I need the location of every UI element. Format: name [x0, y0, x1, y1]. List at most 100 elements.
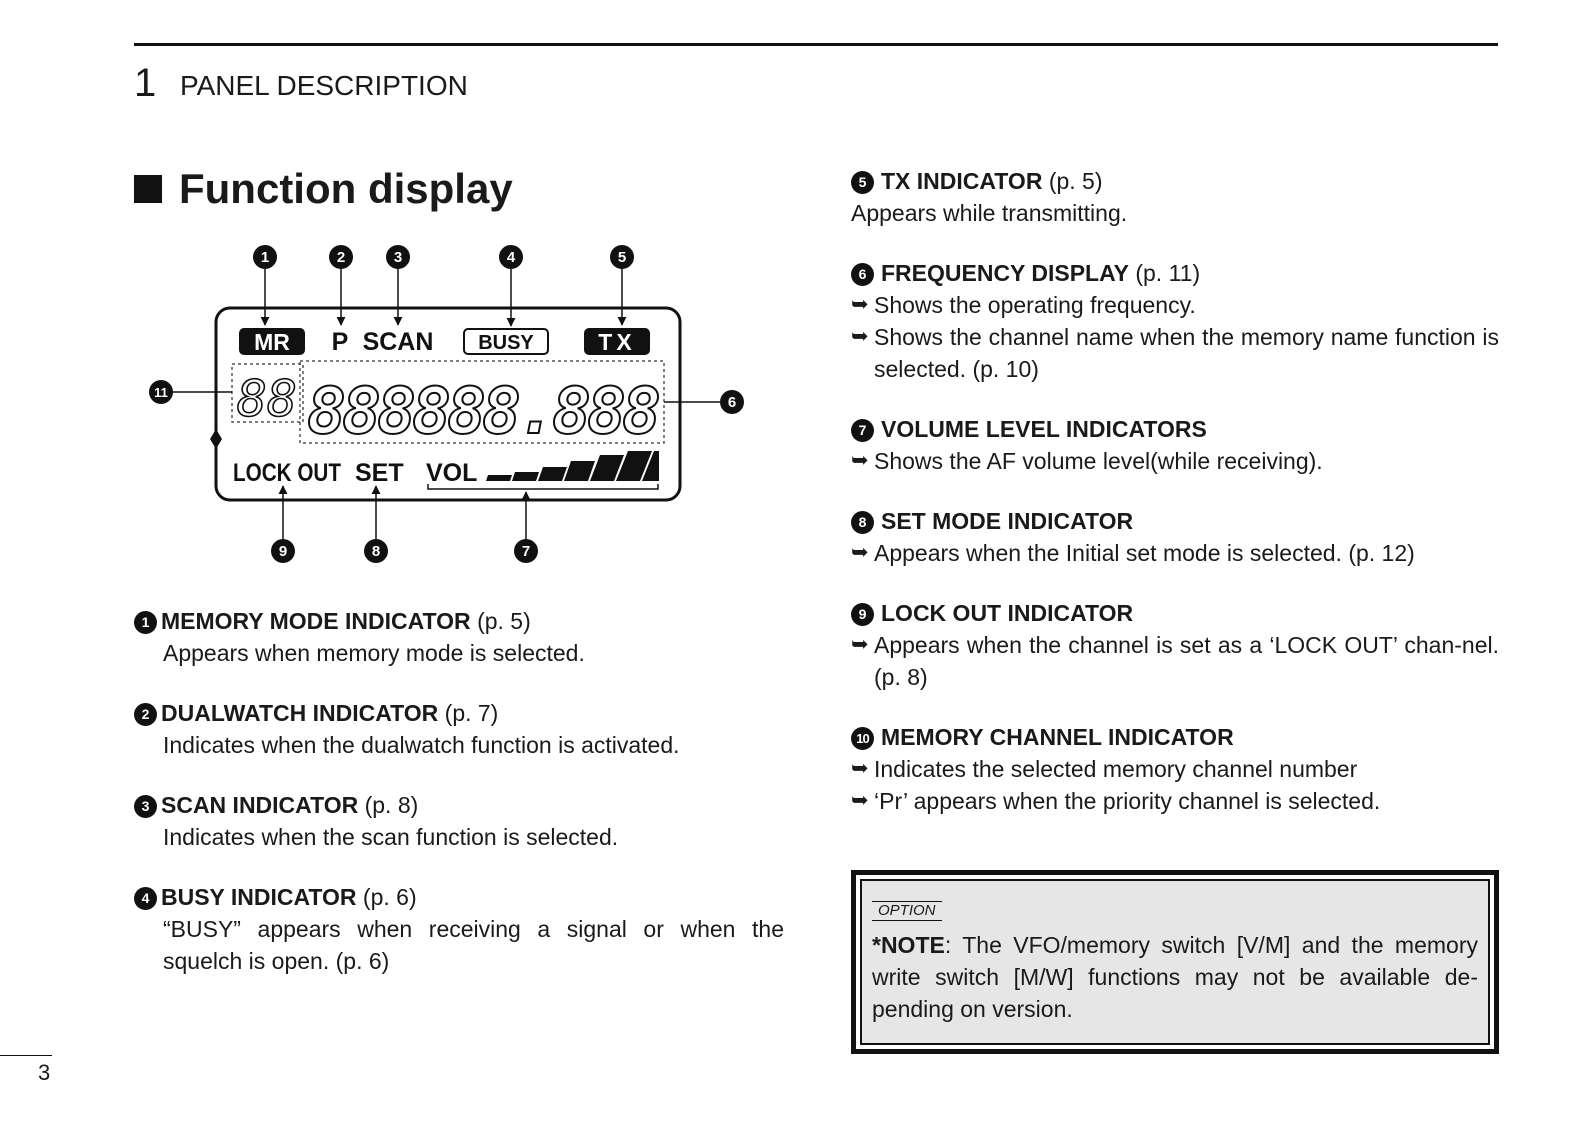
number-badge: 7: [851, 419, 874, 442]
bullet-line: ➥Shows the channel name when the memory …: [851, 321, 1499, 385]
volume-bracket: [427, 484, 659, 490]
arrow-right-icon: ➥: [851, 757, 869, 780]
section-title: PANEL DESCRIPTION: [180, 70, 468, 101]
svg-text:9: 9: [279, 543, 287, 560]
svg-text:4: 4: [507, 249, 516, 266]
page-ref: (p. 5): [1048, 168, 1103, 194]
square-icon: [134, 175, 162, 203]
callout-5: 5: [610, 245, 634, 269]
callout-8: 8: [364, 539, 388, 563]
diamond-marker: [210, 429, 222, 449]
callout-7: 7: [514, 539, 538, 563]
arrow-right-icon: ➥: [851, 633, 869, 656]
item-label: TX INDICATOR: [881, 168, 1043, 194]
right-descriptions: 5 TX INDICATOR (p. 5) Appears while trans…: [851, 165, 1499, 845]
svg-text:MR: MR: [254, 329, 290, 355]
set-indicator: SET: [355, 459, 404, 487]
function-display-diagram: MR P SCAN BUSY TX 88 888888.888 LOCK OUT…: [149, 245, 744, 563]
channel-digits: 88: [237, 370, 297, 428]
number-badge: 2: [134, 703, 157, 726]
callout-3: 3: [386, 245, 410, 269]
bullet-line: ➥Appears when the channel is set as a ‘L…: [851, 629, 1499, 693]
item-description: Appears when memory mode is selected.: [163, 640, 585, 666]
item-memory-channel: 10 MEMORY CHANNEL INDICATOR ➥Indicates th…: [851, 721, 1499, 817]
bullet-line: ➥Shows the AF volume level(while receivi…: [851, 445, 1499, 477]
callout-6: 6: [720, 390, 744, 414]
lcd-frame: [214, 306, 682, 502]
item-label: LOCK OUT INDICATOR: [881, 600, 1134, 626]
svg-text:BUSY: BUSY: [478, 332, 534, 354]
mr-indicator: MR: [239, 328, 305, 355]
svg-text:2: 2: [337, 249, 345, 266]
arrow-right-icon: ➥: [851, 325, 869, 348]
svg-text:TX: TX: [598, 329, 635, 355]
section-number: 1: [134, 61, 157, 105]
option-label: OPTION: [872, 901, 942, 921]
item-label: BUSY INDICATOR: [161, 884, 357, 910]
arrow-right-icon: ➥: [851, 293, 869, 316]
item-description: “BUSY” appears when receiving a signal o…: [163, 916, 784, 974]
page-ref: (p. 8): [364, 792, 419, 818]
bullet-line: ➥Appears when the Initial set mode is se…: [851, 537, 1499, 569]
page-ref: (p. 6): [362, 884, 417, 910]
svg-text:6: 6: [728, 394, 736, 411]
page-title: Function display: [134, 165, 513, 213]
bullet-line: ➥Indicates the selected memory channel n…: [851, 753, 1499, 785]
note-label: *NOTE: [872, 932, 945, 958]
number-badge: 6: [851, 263, 874, 286]
page-ref: (p. 7): [444, 700, 499, 726]
page-ref: (p. 5): [477, 608, 531, 634]
number-badge: 3: [134, 795, 157, 818]
callout-4: 4: [499, 245, 523, 269]
bullet-line: ➥Shows the operating frequency.: [851, 289, 1499, 321]
channel-digits-box: [231, 363, 304, 423]
callout-11: 11: [149, 380, 173, 404]
number-badge: 8: [851, 511, 874, 534]
p-indicator: P: [332, 328, 349, 356]
note-box: OPTION *NOTE: The VFO/memory switch [V/M…: [851, 870, 1499, 1054]
tx-indicator: TX: [584, 328, 650, 355]
svg-text:1: 1: [261, 249, 269, 266]
scan-indicator: SCAN: [363, 328, 434, 356]
note-text: *NOTE: The VFO/memory switch [V/M] and t…: [872, 929, 1478, 1025]
item-label: SET MODE INDICATOR: [881, 508, 1134, 534]
arrow-right-icon: ➥: [851, 449, 869, 472]
page-number: 3: [38, 1060, 51, 1085]
item-label: VOLUME LEVEL INDICATORS: [881, 416, 1207, 442]
frequency-characters: 888888.888: [307, 375, 658, 449]
svg-text:5: 5: [618, 249, 626, 266]
callout-9: 9: [271, 539, 295, 563]
bullet-line: ➥‘Pr’ appears when the priority channel …: [851, 785, 1499, 817]
item-tx: 5 TX INDICATOR (p. 5) Appears while trans…: [851, 165, 1499, 229]
note-inner: OPTION *NOTE: The VFO/memory switch [V/M…: [860, 879, 1490, 1045]
lockout-indicator: LOCK OUT: [233, 459, 341, 487]
svg-text:3: 3: [394, 249, 402, 266]
number-badge: 5: [851, 171, 874, 194]
arrow-right-icon: ➥: [851, 541, 869, 564]
item-volume-level: 7 VOLUME LEVEL INDICATORS ➥Shows the AF v…: [851, 413, 1499, 477]
page-rule: [0, 1055, 52, 1056]
item-description: Indicates when the dualwatch function is…: [163, 732, 680, 758]
number-badge: 10: [851, 727, 874, 750]
number-badge: 9: [851, 603, 874, 626]
callout-2: 2: [329, 245, 353, 269]
busy-indicator: BUSY: [463, 328, 549, 355]
item-description: Appears while transmitting.: [851, 200, 1128, 226]
volume-bars: [486, 451, 659, 481]
callout-1: 1: [253, 245, 277, 269]
svg-text:11: 11: [154, 385, 168, 400]
note-body: : The VFO/memory switch [V/M] and the me…: [872, 932, 1478, 1022]
page-title-text: Function display: [179, 165, 513, 212]
item-lock-out: 9 LOCK OUT INDICATOR ➥Appears when the ch…: [851, 597, 1499, 693]
item-label: MEMORY MODE INDICATOR: [161, 608, 471, 634]
item-label: DUALWATCH INDICATOR: [161, 700, 439, 726]
item-label: SCAN INDICATOR: [161, 792, 359, 818]
item-label: MEMORY CHANNEL INDICATOR: [881, 724, 1234, 750]
number-badge: 1: [134, 611, 157, 634]
svg-text:8: 8: [372, 543, 380, 560]
